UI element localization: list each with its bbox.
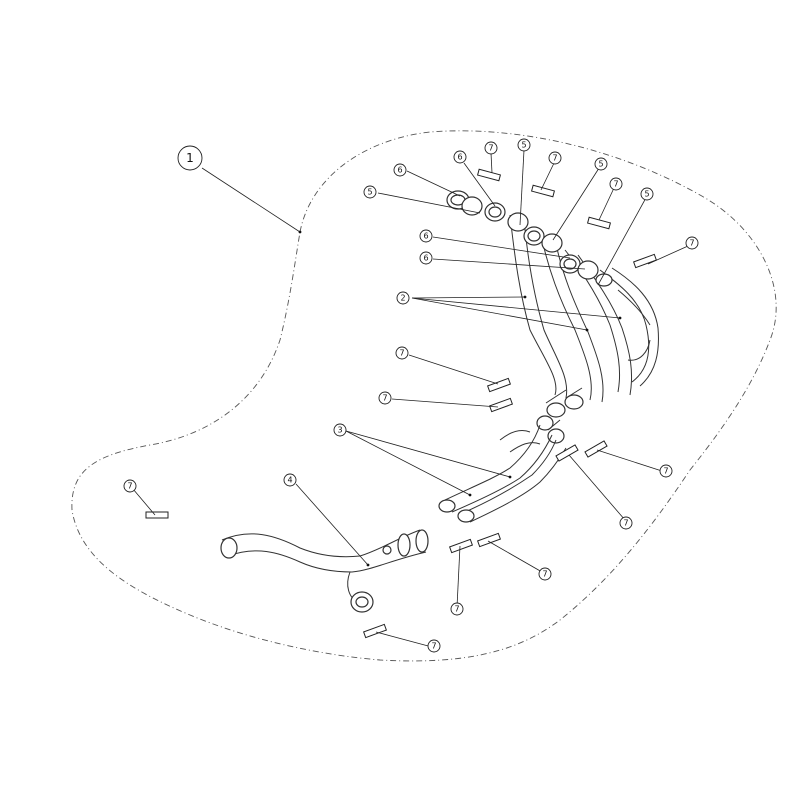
callout-7: 7 [609,177,623,191]
callout-6: 6 [453,150,467,164]
svg-text:7: 7 [488,144,493,153]
callout-7: 7 [685,236,699,250]
svg-text:7: 7 [613,180,618,189]
collector-pipes [438,424,567,523]
callout-6: 6 [419,229,433,243]
callout-2: 2 [396,291,410,305]
svg-text:3: 3 [337,426,342,435]
callout-6: 6 [393,163,407,177]
svg-text:4: 4 [287,476,292,485]
callout-7: 7 [548,151,562,165]
leader-lines [132,149,689,648]
callout-7: 7 [484,141,498,155]
leader-dots [298,230,622,567]
callout-7: 7 [659,464,673,478]
svg-text:6: 6 [397,166,402,175]
svg-text:7: 7 [399,349,404,358]
callout-5: 5 [594,157,608,171]
svg-text:7: 7 [552,154,557,163]
svg-text:6: 6 [423,254,428,263]
callout-5: 5 [363,185,377,199]
callout-7: 7 [123,479,137,493]
svg-text:5: 5 [598,160,603,169]
svg-text:7: 7 [382,394,387,403]
kit-boundary [71,130,777,662]
header-pipes [509,214,659,444]
svg-text:7: 7 [689,239,694,248]
callout-5: 5 [640,187,654,201]
svg-text:5: 5 [644,190,649,199]
callout-1: 1 [177,145,203,171]
svg-text:6: 6 [423,232,428,241]
svg-text:1: 1 [186,151,194,165]
gasket-rings [446,190,613,287]
callout-5: 5 [517,138,531,152]
svg-text:7: 7 [454,605,459,614]
svg-text:7: 7 [623,519,628,528]
callout-7: 7 [619,516,633,530]
svg-text:6: 6 [457,153,462,162]
svg-text:7: 7 [663,467,668,476]
svg-text:7: 7 [542,570,547,579]
callout-7: 7 [378,391,392,405]
svg-text:5: 5 [521,141,526,150]
springs [145,168,658,639]
svg-text:5: 5 [367,188,372,197]
svg-text:2: 2 [400,294,405,303]
callout-7: 7 [427,639,441,653]
callout-7: 7 [395,346,409,360]
callout-7: 7 [538,567,552,581]
callout-3: 3 [333,423,347,437]
callout-6: 6 [419,251,433,265]
callout-7: 7 [450,602,464,616]
svg-text:7: 7 [431,642,436,651]
callout-4: 4 [283,473,297,487]
link-pipe [220,529,429,613]
svg-text:7: 7 [127,482,132,491]
